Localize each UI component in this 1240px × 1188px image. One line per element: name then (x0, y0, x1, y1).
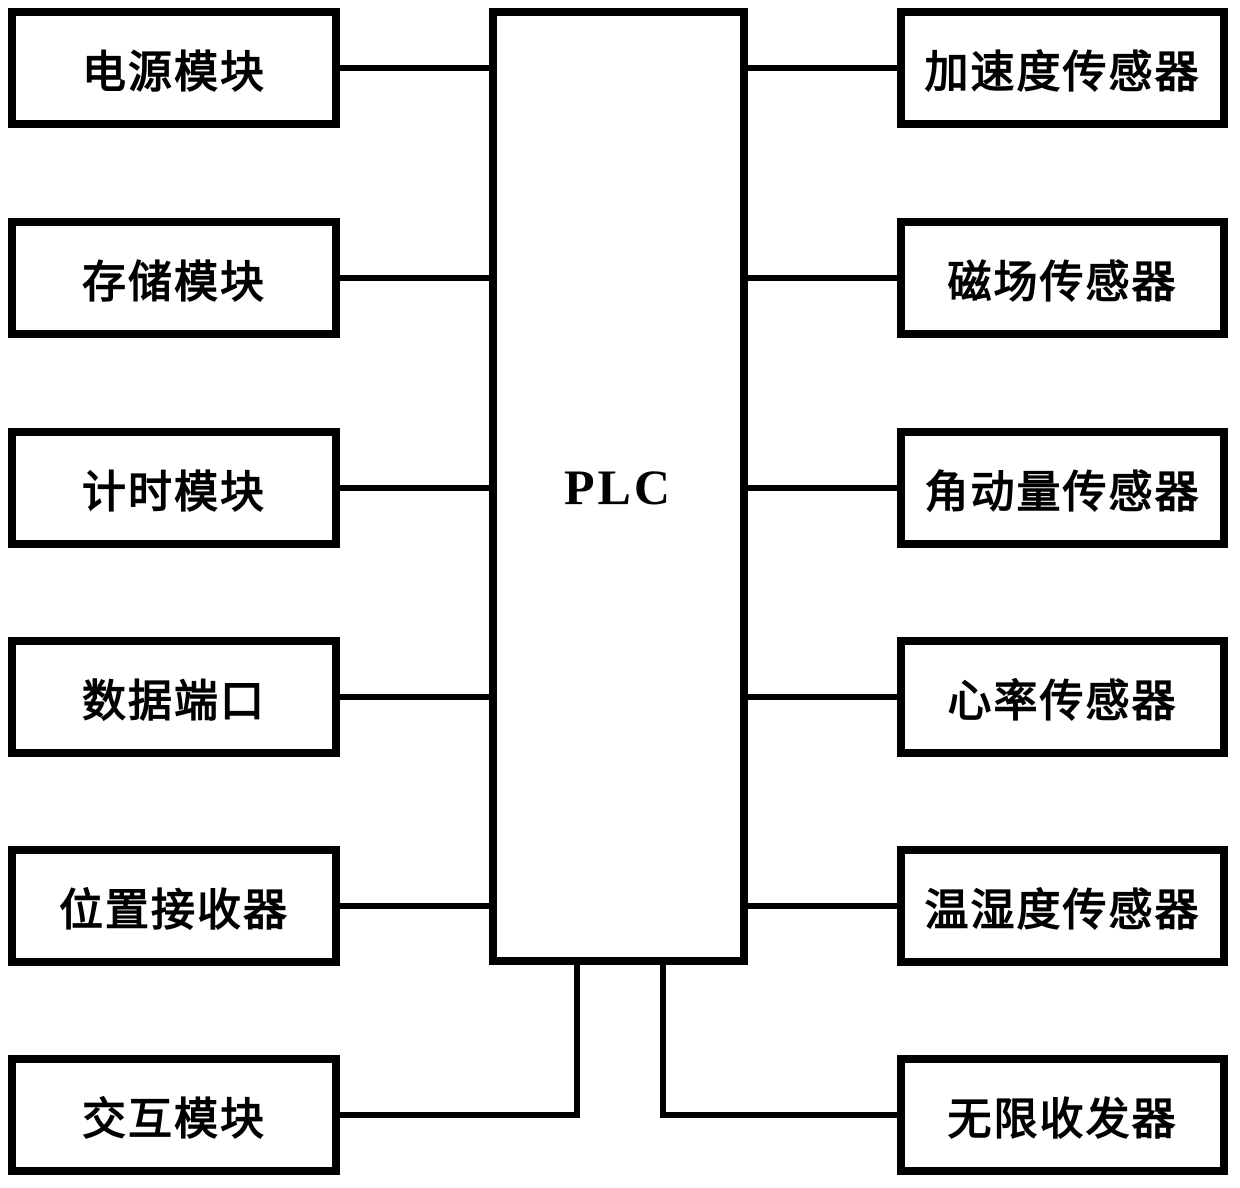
connector-plc-to-angular (748, 485, 897, 491)
connector-plc-to-heart-rate (748, 694, 897, 700)
box-magnetic-field-sensor-label: 磁场传感器 (947, 258, 1178, 307)
box-wireless-transceiver-label: 无限收发器 (947, 1095, 1178, 1144)
box-temperature-humidity-sensor: 温湿度传感器 (897, 846, 1228, 966)
box-angular-momentum-sensor: 角动量传感器 (897, 428, 1228, 548)
connector-plc-to-acceleration (748, 65, 897, 71)
connector-plc-to-wireless-vertical (660, 965, 666, 1118)
box-storage-module: 存储模块 (8, 218, 340, 338)
connector-position-receiver-to-plc (340, 903, 489, 909)
box-acceleration-sensor-label: 加速度传感器 (924, 48, 1201, 97)
box-interaction-module-label: 交互模块 (82, 1095, 266, 1144)
connector-power-to-plc (340, 65, 489, 71)
box-storage-module-label: 存储模块 (82, 258, 266, 307)
box-temperature-humidity-sensor-label: 温湿度传感器 (924, 886, 1201, 935)
box-magnetic-field-sensor: 磁场传感器 (897, 218, 1228, 338)
connector-plc-to-magnetic (748, 275, 897, 281)
box-position-receiver: 位置接收器 (8, 846, 340, 966)
box-position-receiver-label: 位置接收器 (59, 886, 289, 935)
box-plc-label: PLC (564, 458, 673, 515)
connector-interaction-to-plc-vertical (574, 965, 580, 1118)
box-angular-momentum-sensor-label: 角动量传感器 (924, 468, 1201, 517)
box-data-port-label: 数据端口 (82, 677, 266, 726)
connector-timing-to-plc (340, 485, 489, 491)
box-timing-module: 计时模块 (8, 428, 340, 548)
box-interaction-module: 交互模块 (8, 1055, 340, 1175)
connector-interaction-to-plc-horizontal (340, 1112, 580, 1118)
box-timing-module-label: 计时模块 (82, 468, 266, 517)
box-power-module: 电源模块 (8, 8, 340, 128)
box-heart-rate-sensor-label: 心率传感器 (947, 677, 1178, 726)
box-power-module-label: 电源模块 (82, 48, 266, 97)
box-plc: PLC (489, 8, 748, 965)
box-wireless-transceiver: 无限收发器 (897, 1055, 1228, 1175)
box-data-port: 数据端口 (8, 637, 340, 757)
connector-data-port-to-plc (340, 694, 489, 700)
connector-storage-to-plc (340, 275, 489, 281)
connector-plc-to-wireless-horizontal (660, 1112, 897, 1118)
box-heart-rate-sensor: 心率传感器 (897, 637, 1228, 757)
box-acceleration-sensor: 加速度传感器 (897, 8, 1228, 128)
connector-plc-to-temp-humidity (748, 903, 897, 909)
